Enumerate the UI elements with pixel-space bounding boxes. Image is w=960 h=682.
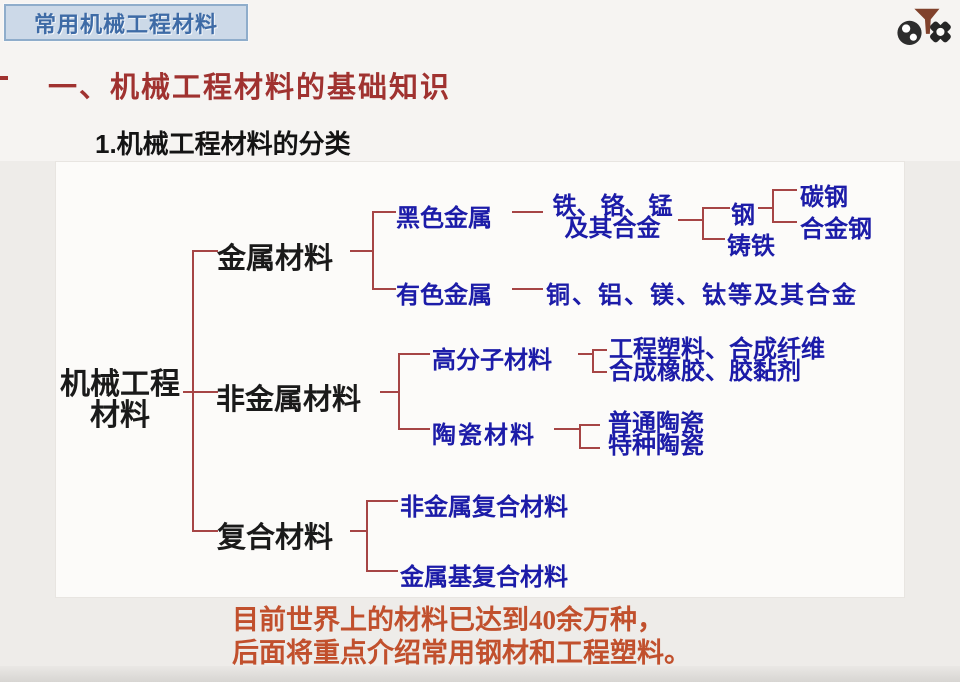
tree-root: 机械工程 材料: [45, 369, 195, 431]
diagram-panel: [55, 161, 905, 598]
node-carbon-steel: 碳钢: [800, 185, 848, 211]
slide-title-box: 常用机械工程材料: [4, 4, 248, 41]
tool-icon: [914, 8, 940, 34]
connector-line: [350, 250, 373, 252]
node-metal-matrix-composite: 金属基复合材料: [400, 565, 568, 591]
node-ferrous: 黑色金属: [396, 206, 492, 232]
bottom-band: [0, 666, 960, 682]
connector-line: [350, 530, 367, 532]
connector-line: [366, 500, 368, 572]
connector-line: [192, 530, 218, 532]
polymer-detail-line1: 工程塑料、合成纤维: [609, 337, 825, 363]
connector-line: [592, 349, 594, 373]
connector-line: [380, 391, 399, 393]
tree-root-line1: 机械工程: [60, 368, 180, 401]
node-steel: 钢: [731, 203, 755, 229]
connector-line: [592, 371, 607, 373]
node-alloy-steel: 合金钢: [800, 217, 872, 243]
ceramic-detail-line2: 特种陶瓷: [608, 433, 704, 459]
ferrous-detail-line2: 及其合金: [564, 216, 661, 242]
sub-heading: 1.机械工程材料的分类: [95, 129, 351, 159]
connector-line: [512, 211, 543, 213]
node-polymer: 高分子材料: [432, 348, 552, 374]
connector-line: [398, 428, 430, 430]
gear-icon: [897, 20, 922, 45]
node-ceramic-detail: 普通陶瓷 特种陶瓷: [608, 411, 704, 459]
node-ceramic: 陶瓷材料: [432, 423, 536, 449]
ferrous-detail-line1: 铁、铬、锰: [552, 194, 673, 220]
connector-line: [183, 391, 218, 393]
connector-line: [592, 349, 607, 351]
ceramic-detail-line1: 普通陶瓷: [608, 411, 704, 437]
connector-line: [554, 428, 580, 430]
connector-line: [192, 250, 218, 252]
section-heading: 一、机械工程材料的基础知识: [48, 72, 452, 104]
connector-line: [772, 189, 774, 223]
gear-icon-2: [930, 21, 951, 43]
connector-line: [192, 250, 194, 532]
node-composite: 复合材料: [217, 522, 334, 554]
connector-line: [372, 211, 374, 290]
node-polymer-detail: 工程塑料、合成纤维 合成橡胶、胶黏剂: [609, 337, 825, 385]
connector-line: [512, 288, 543, 290]
gears-logo-icon: [897, 8, 951, 45]
node-nonferrous: 有色金属: [396, 283, 492, 309]
connector-line: [702, 207, 730, 209]
connector-line: [772, 189, 797, 191]
connector-line: [372, 211, 396, 213]
node-nonmetal: 非金属材料: [216, 384, 362, 416]
node-ferrous-detail: 铁、铬、锰 及其合金: [545, 194, 680, 242]
connector-line: [702, 238, 725, 240]
left-edge-mark: [0, 76, 8, 80]
connector-line: [579, 424, 600, 426]
node-cast-iron: 铸铁: [727, 234, 775, 260]
node-nonferrous-detail: 铜、铝、镁、钛等及其合金: [546, 283, 858, 309]
connector-line: [366, 500, 398, 502]
connector-line: [579, 424, 581, 449]
connector-line: [578, 353, 593, 355]
tree-root-line2: 材料: [90, 399, 150, 432]
connector-line: [398, 353, 400, 430]
footer-line1: 目前世界上的材料已达到40余万种，: [232, 605, 664, 635]
connector-line: [372, 288, 396, 290]
node-metal: 金属材料: [217, 243, 334, 275]
connector-line: [398, 353, 430, 355]
connector-line: [702, 207, 704, 240]
slide-title-label: 常用机械工程材料: [33, 11, 218, 37]
connector-line: [772, 221, 797, 223]
node-nonmetal-composite: 非金属复合材料: [400, 495, 568, 521]
footer-line2: 后面将重点介绍常用钢材和工程塑料。: [232, 638, 691, 668]
connector-line: [758, 207, 773, 209]
connector-line: [579, 447, 600, 449]
connector-line: [366, 570, 398, 572]
footer-note: 目前世界上的材料已达到40余万种， 后面将重点介绍常用钢材和工程塑料。: [232, 604, 691, 670]
connector-line: [678, 219, 704, 221]
polymer-detail-line2: 合成橡胶、胶黏剂: [609, 359, 801, 385]
